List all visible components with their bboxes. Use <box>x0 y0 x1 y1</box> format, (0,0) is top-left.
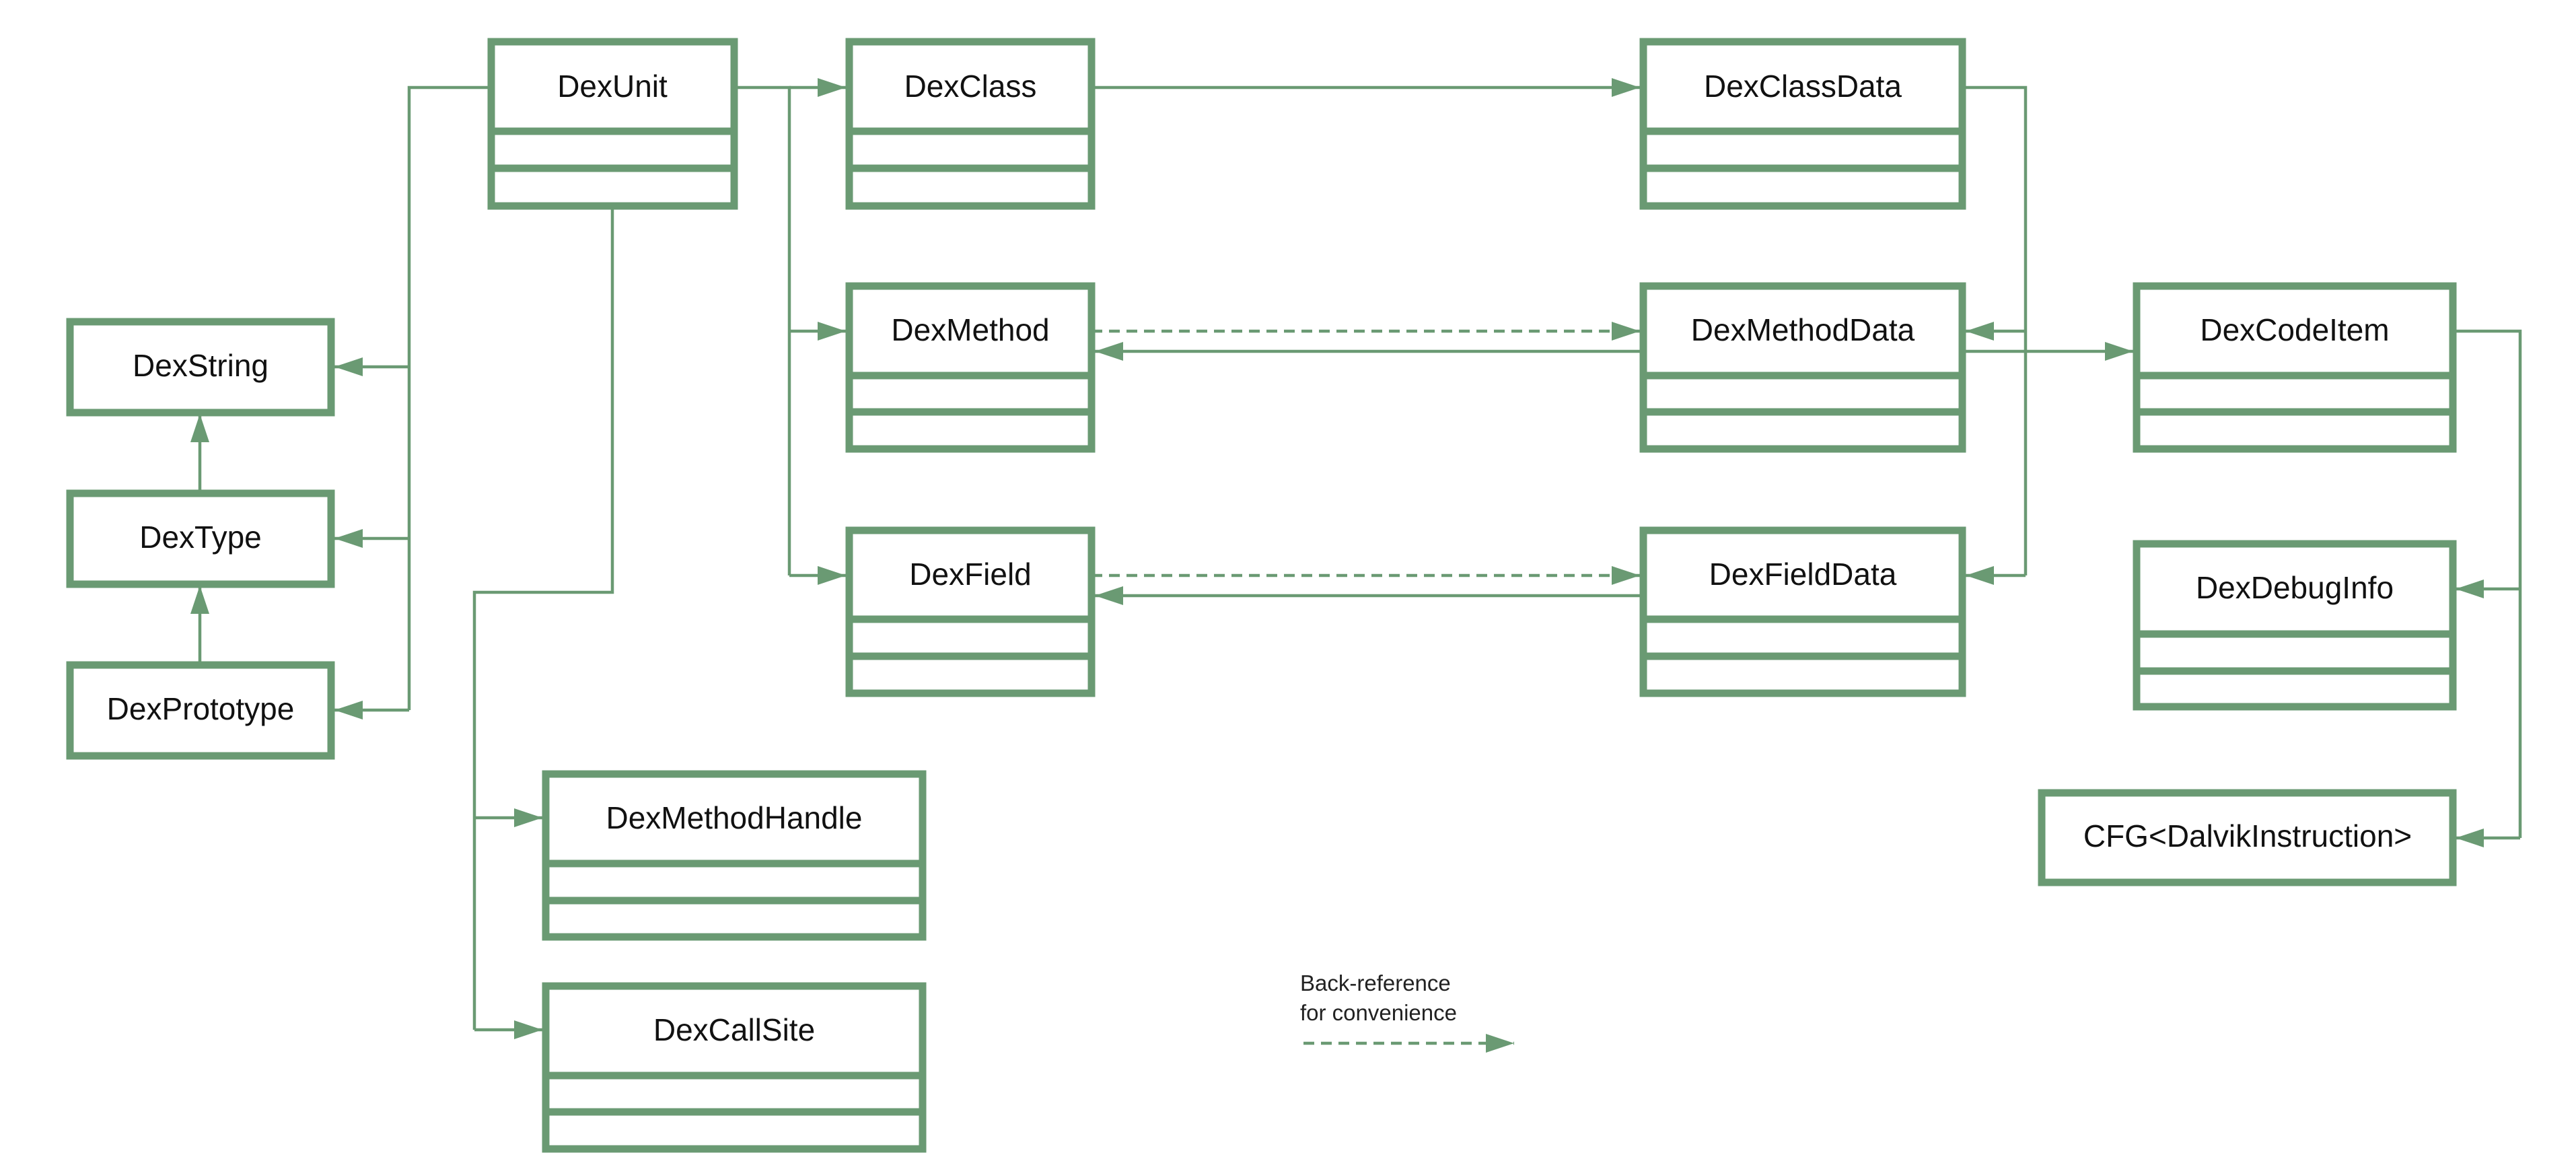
class-name: DexClass <box>904 69 1037 104</box>
class-name: DexDebugInfo <box>2196 570 2394 605</box>
class-dexstring[interactable]: DexString <box>66 318 335 417</box>
connector-dexunit-right-bus <box>734 85 791 575</box>
class-dextype[interactable]: DexType <box>66 489 335 588</box>
connector-dexcodeitem-bus <box>2453 329 2522 838</box>
class-dexfield[interactable]: DexField <box>845 526 1096 697</box>
class-name: DexCodeItem <box>2200 312 2389 347</box>
class-dexcallsite[interactable]: DexCallSite <box>542 982 927 1153</box>
legend: Back-reference for convenience <box>1300 971 1514 1053</box>
class-dexprototype[interactable]: DexPrototype <box>66 661 335 760</box>
class-dexcodeitem[interactable]: DexCodeItem <box>2133 282 2457 453</box>
class-name: DexType <box>139 520 262 555</box>
class-dexfielddata[interactable]: DexFieldData <box>1639 526 1966 697</box>
connectors <box>190 78 2522 1039</box>
class-name: DexClassData <box>1704 69 1902 104</box>
class-dexmethodhandle[interactable]: DexMethodHandle <box>542 770 927 941</box>
class-dexmethod[interactable]: DexMethod <box>845 282 1096 453</box>
connector-dexclassdata-bus <box>1962 85 2028 575</box>
class-dexdebuginfo[interactable]: DexDebugInfo <box>2133 540 2457 711</box>
class-dexclassdata[interactable]: DexClassData <box>1639 38 1966 210</box>
class-name: DexFieldData <box>1709 557 1897 592</box>
connector-dexunit-left-bus <box>407 85 491 710</box>
class-name: DexString <box>133 348 269 383</box>
class-dexunit[interactable]: DexUnit <box>487 38 738 210</box>
class-dexclass[interactable]: DexClass <box>845 38 1096 210</box>
class-name: DexCallSite <box>653 1012 815 1047</box>
class-name: DexMethodHandle <box>606 800 862 835</box>
connector-dexunit-down-bus <box>472 206 614 1030</box>
class-name: DexMethodData <box>1691 312 1915 347</box>
class-dexmethoddata[interactable]: DexMethodData <box>1639 282 1966 453</box>
legend-text-line1: Back-reference <box>1300 971 1451 995</box>
class-name: CFG<DalvikInstruction> <box>2083 818 2412 853</box>
class-name: DexPrototype <box>107 691 295 726</box>
class-name: DexUnit <box>557 69 668 104</box>
class-name: DexMethod <box>891 312 1049 347</box>
class-cfg-dalvikinstruction[interactable]: CFG<DalvikInstruction> <box>2038 789 2457 886</box>
legend-text-line2: for convenience <box>1300 1000 1457 1025</box>
class-name: DexField <box>909 557 1032 592</box>
